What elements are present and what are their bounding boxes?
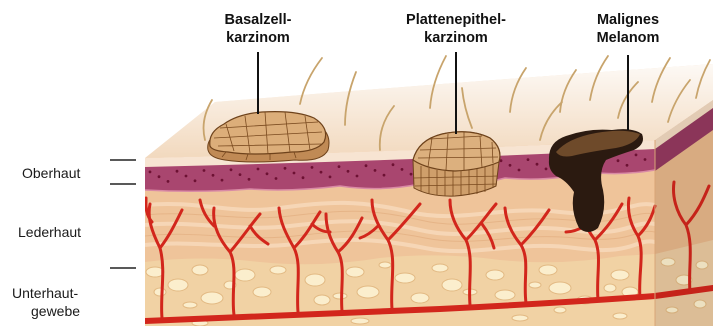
pigment-dot bbox=[383, 174, 386, 177]
fat-cell bbox=[351, 318, 369, 324]
pigment-dot bbox=[293, 172, 296, 175]
fat-cell bbox=[395, 273, 415, 283]
fat-cell bbox=[539, 265, 557, 275]
basal-cell-label-line1: Basalzell- bbox=[225, 12, 292, 28]
pigment-dot bbox=[284, 167, 287, 170]
pigment-dot bbox=[167, 180, 170, 183]
fat-cell bbox=[235, 269, 255, 281]
pigment-dot bbox=[275, 177, 278, 180]
pigment-dot bbox=[194, 179, 197, 182]
pigment-dot bbox=[212, 174, 215, 177]
subcutis-label-line1: Unterhaut- bbox=[12, 285, 78, 301]
fat-cell bbox=[253, 287, 271, 297]
pigment-dot bbox=[185, 175, 188, 178]
fat-cell bbox=[432, 264, 448, 272]
pigment-dot bbox=[311, 166, 314, 169]
fat-cell bbox=[305, 274, 325, 286]
pigment-dot bbox=[149, 171, 152, 174]
dermis-label: Lederhaut bbox=[18, 224, 81, 240]
basal-cell-label-line2: karzinom bbox=[226, 30, 290, 46]
pigment-dot bbox=[626, 164, 629, 167]
epidermis-label: Oberhaut bbox=[22, 165, 80, 181]
pigment-dot bbox=[239, 173, 242, 176]
fat-cell bbox=[183, 302, 197, 308]
melanoma-label-line1: Malignes bbox=[597, 12, 659, 28]
fat-cell bbox=[201, 292, 223, 304]
pigment-dot bbox=[545, 168, 548, 171]
pigment-dot bbox=[257, 168, 260, 171]
pigment-dot bbox=[176, 170, 179, 173]
pigment-dot bbox=[158, 175, 161, 178]
fat-cell bbox=[549, 282, 571, 294]
fat-cell bbox=[346, 267, 364, 277]
pigment-dot bbox=[410, 173, 413, 176]
pigment-dot bbox=[320, 171, 323, 174]
fat-cell bbox=[486, 270, 504, 280]
pigment-dot bbox=[635, 154, 638, 157]
pigment-dot bbox=[617, 159, 620, 162]
pigment-dot bbox=[518, 169, 521, 172]
pigment-dot bbox=[266, 172, 269, 175]
pigment-dot bbox=[221, 179, 224, 182]
fat-cell bbox=[512, 315, 528, 321]
fat-cell bbox=[154, 288, 166, 296]
fat-cell bbox=[192, 265, 208, 275]
fat-cell bbox=[411, 293, 429, 303]
pigment-dot bbox=[527, 158, 530, 161]
squamous-cell-label-line1: Plattenepithel- bbox=[406, 12, 506, 28]
squamous-cell-label-line2: karzinom bbox=[424, 30, 488, 46]
pigment-dot bbox=[356, 175, 359, 178]
pigment-dot bbox=[365, 164, 368, 167]
squamous-cell-carcinoma bbox=[413, 132, 500, 196]
pigment-dot bbox=[329, 176, 332, 179]
pigment-dot bbox=[644, 158, 647, 161]
pigment-dot bbox=[230, 168, 233, 171]
pigment-dot bbox=[338, 165, 341, 168]
fat-cell bbox=[442, 279, 462, 291]
pigment-dot bbox=[374, 169, 377, 172]
fat-cell bbox=[613, 313, 627, 319]
pigment-dot bbox=[392, 163, 395, 166]
pigment-dot bbox=[347, 170, 350, 173]
pigment-dot bbox=[509, 164, 512, 167]
pigment-dot bbox=[248, 178, 251, 181]
fat-cell bbox=[604, 284, 616, 292]
fat-cell bbox=[357, 286, 379, 298]
pigment-dot bbox=[401, 168, 404, 171]
fat-cell bbox=[379, 262, 391, 268]
pigment-dot bbox=[536, 163, 539, 166]
fat-cell bbox=[314, 295, 330, 305]
fat-cell bbox=[554, 307, 566, 313]
melanoma-label-line2: Melanom bbox=[597, 30, 660, 46]
fat-cell bbox=[529, 282, 541, 288]
fat-cell bbox=[495, 290, 515, 300]
fat-cell bbox=[611, 270, 629, 280]
fat-cell bbox=[168, 279, 188, 291]
fat-cell bbox=[333, 293, 347, 299]
fat-cell bbox=[270, 266, 286, 274]
pigment-dot bbox=[203, 169, 206, 172]
pigment-dot bbox=[302, 176, 305, 179]
subcutis-label-line2: gewebe bbox=[31, 303, 80, 319]
